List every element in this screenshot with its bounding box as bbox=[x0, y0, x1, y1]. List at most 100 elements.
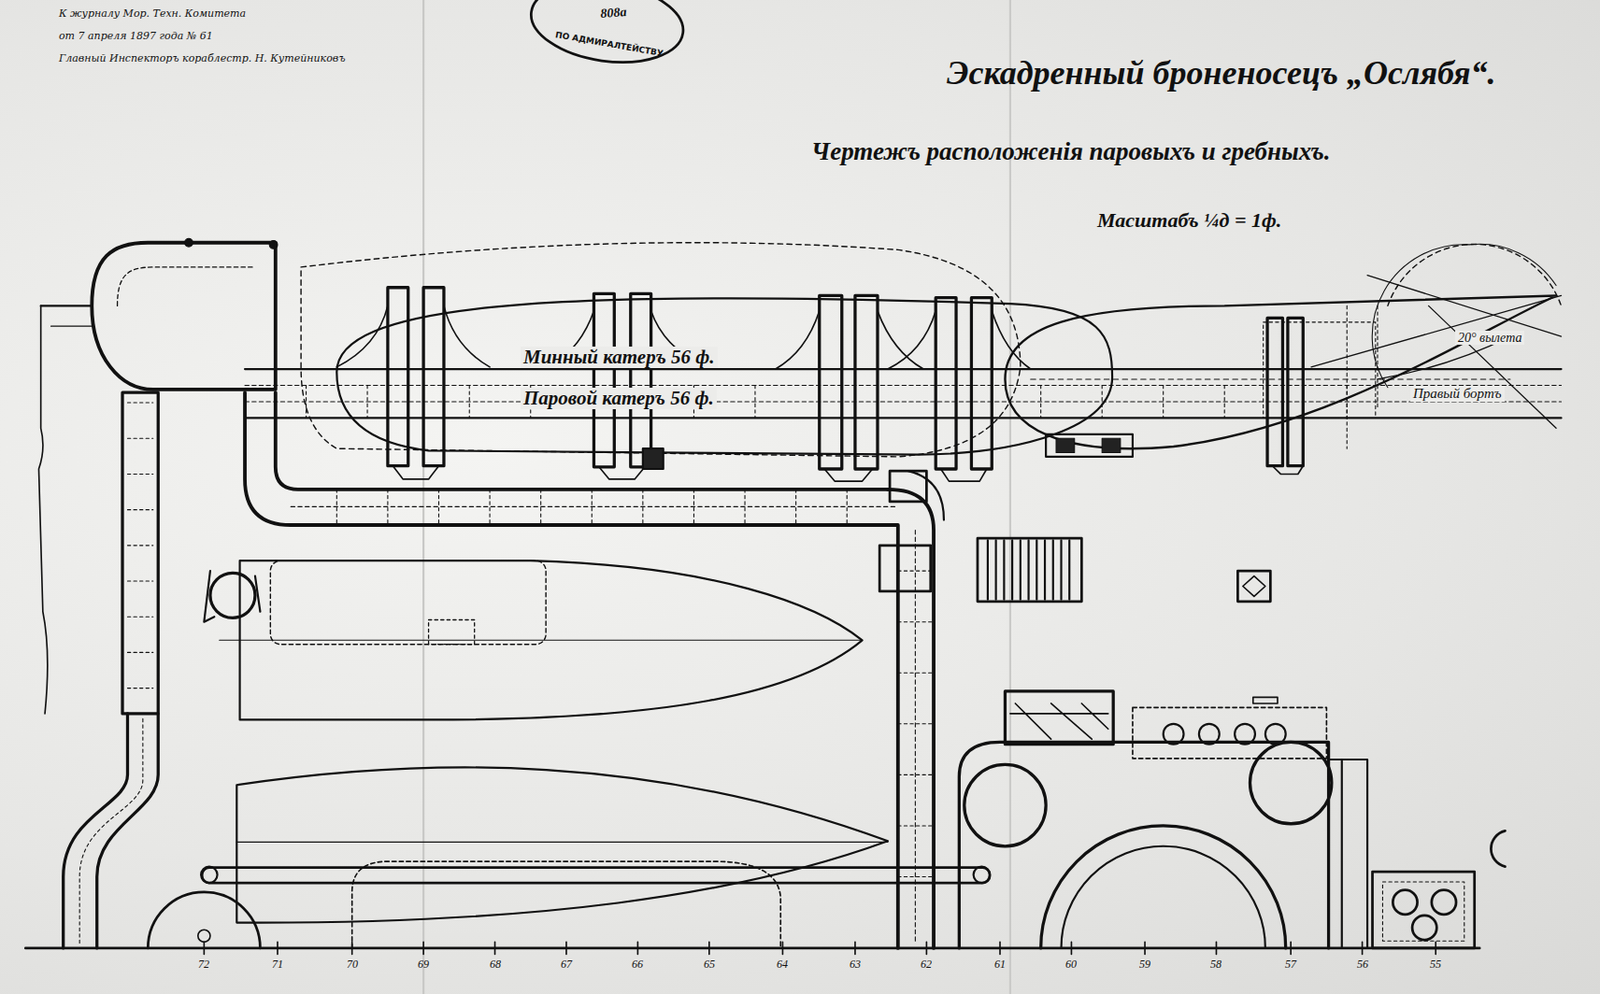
frame-number: 60 bbox=[1065, 958, 1077, 972]
drawing-subtitle: Чертежъ расположенія паровыхъ и гребныхъ… bbox=[811, 138, 1331, 167]
drawing-line bbox=[1056, 438, 1075, 453]
frame-number: 59 bbox=[1139, 958, 1151, 972]
drawing-line bbox=[526, 0, 689, 72]
drawing-line bbox=[977, 538, 1082, 602]
frame-number: 66 bbox=[631, 958, 643, 972]
drawing-title: Эскадренный броненосецъ „Ослябя“. bbox=[946, 55, 1497, 93]
drawing-line bbox=[855, 295, 878, 470]
drawing-line bbox=[336, 305, 1030, 370]
drawing-line bbox=[958, 742, 1329, 948]
drawing-line bbox=[336, 298, 1113, 455]
drawing-line bbox=[1287, 317, 1303, 466]
drawing-line bbox=[1101, 438, 1121, 453]
drawing-line bbox=[122, 392, 158, 715]
drawing-line bbox=[593, 293, 615, 468]
drawing-line bbox=[1265, 724, 1286, 745]
drawing-line bbox=[306, 385, 1348, 419]
boat-label: Паровой катеръ 56 ф. bbox=[520, 387, 717, 410]
frame-number: 72 bbox=[198, 958, 210, 972]
drawing-line bbox=[25, 947, 1480, 951]
drawing-line bbox=[1199, 724, 1220, 745]
drawing-line bbox=[269, 241, 278, 250]
handwritten-note: Главный Инспекторъ кораблестр. Н. Кутейн… bbox=[58, 53, 346, 65]
drawing-line bbox=[203, 571, 260, 623]
drawing-line bbox=[41, 304, 93, 307]
drawing-line bbox=[63, 714, 159, 949]
drawing-line bbox=[987, 540, 1070, 600]
drawing-line bbox=[630, 293, 652, 468]
drawing-line bbox=[270, 560, 546, 644]
drawing-line bbox=[210, 572, 256, 618]
drawing-line bbox=[935, 298, 957, 470]
drawing-line bbox=[1242, 576, 1266, 598]
frame-number: 63 bbox=[849, 958, 861, 972]
drawing-line bbox=[1132, 707, 1327, 759]
drawing-line bbox=[1311, 275, 1562, 429]
drawing-line bbox=[1267, 317, 1283, 466]
drawing-line bbox=[147, 892, 260, 949]
drawing-line bbox=[1328, 759, 1368, 949]
side-note: Правый бортъ bbox=[1410, 385, 1505, 402]
drawing-line bbox=[1253, 697, 1278, 704]
drawing-line bbox=[1372, 871, 1475, 949]
drawing-line bbox=[203, 942, 1436, 955]
drawing-line bbox=[1250, 742, 1332, 824]
drawing-line bbox=[908, 471, 944, 520]
stamp-text: ПО АДМИРАЛТЕЙСТВУ bbox=[554, 30, 664, 59]
drawing-line bbox=[392, 466, 1303, 482]
drawing-line bbox=[200, 867, 217, 884]
frame-number: 62 bbox=[920, 958, 932, 972]
frame-number: 64 bbox=[776, 958, 788, 972]
drawing-line bbox=[117, 267, 256, 306]
drawing-line bbox=[387, 287, 1303, 470]
drawing-line bbox=[971, 298, 992, 470]
scale-note: Масштабъ ¼д = 1ф. bbox=[1097, 209, 1282, 232]
drawing-line bbox=[819, 295, 843, 470]
frame-number: 58 bbox=[1210, 958, 1222, 972]
drawing-line bbox=[1004, 691, 1114, 745]
drawing-line bbox=[387, 287, 409, 467]
drawing-line bbox=[198, 929, 211, 943]
drawing-line bbox=[244, 392, 899, 949]
drawing-line bbox=[1030, 378, 1511, 380]
frame-number: 71 bbox=[271, 958, 284, 972]
drawing-line bbox=[127, 402, 153, 689]
drawing-line bbox=[1237, 571, 1271, 602]
drawing-line bbox=[38, 305, 47, 715]
drawing-line bbox=[352, 861, 782, 949]
drawing-line bbox=[973, 867, 990, 884]
frame-number: 68 bbox=[489, 958, 501, 972]
frame-number: 61 bbox=[994, 958, 1006, 972]
drawing-line bbox=[1382, 882, 1464, 942]
drawing-line bbox=[336, 489, 847, 526]
drawing-line bbox=[422, 0, 425, 994]
angle-note: 20° вылета bbox=[1455, 330, 1525, 345]
drawing-line bbox=[423, 287, 444, 467]
drawing-line bbox=[201, 868, 990, 884]
frame-number: 56 bbox=[1357, 958, 1369, 972]
drawing-line bbox=[1412, 915, 1437, 941]
frame-number: 55 bbox=[1429, 958, 1442, 972]
drawing-line bbox=[642, 448, 664, 470]
drawing-line bbox=[1234, 724, 1256, 745]
boat-label: Минный катеръ 56 ф. bbox=[520, 346, 718, 369]
drawing-line bbox=[879, 545, 931, 592]
frame-number: 70 bbox=[346, 958, 358, 972]
drawing-line bbox=[964, 764, 1046, 846]
drawing-line bbox=[219, 640, 863, 642]
drawing-line bbox=[1163, 724, 1185, 745]
drawing-line bbox=[1045, 434, 1133, 458]
drawing-line bbox=[236, 767, 888, 923]
frame-number: 69 bbox=[417, 958, 429, 972]
drawing-line bbox=[1371, 243, 1557, 387]
frame-number: 67 bbox=[560, 958, 572, 972]
drawing-line bbox=[898, 571, 934, 877]
drawing-line bbox=[887, 489, 934, 949]
drawing-line bbox=[236, 842, 888, 843]
drawing-line bbox=[290, 506, 915, 943]
frame-number: 57 bbox=[1285, 958, 1297, 972]
drawing-line bbox=[1490, 830, 1505, 867]
frame-number: 65 bbox=[703, 958, 715, 972]
drawing-line bbox=[1392, 890, 1417, 915]
